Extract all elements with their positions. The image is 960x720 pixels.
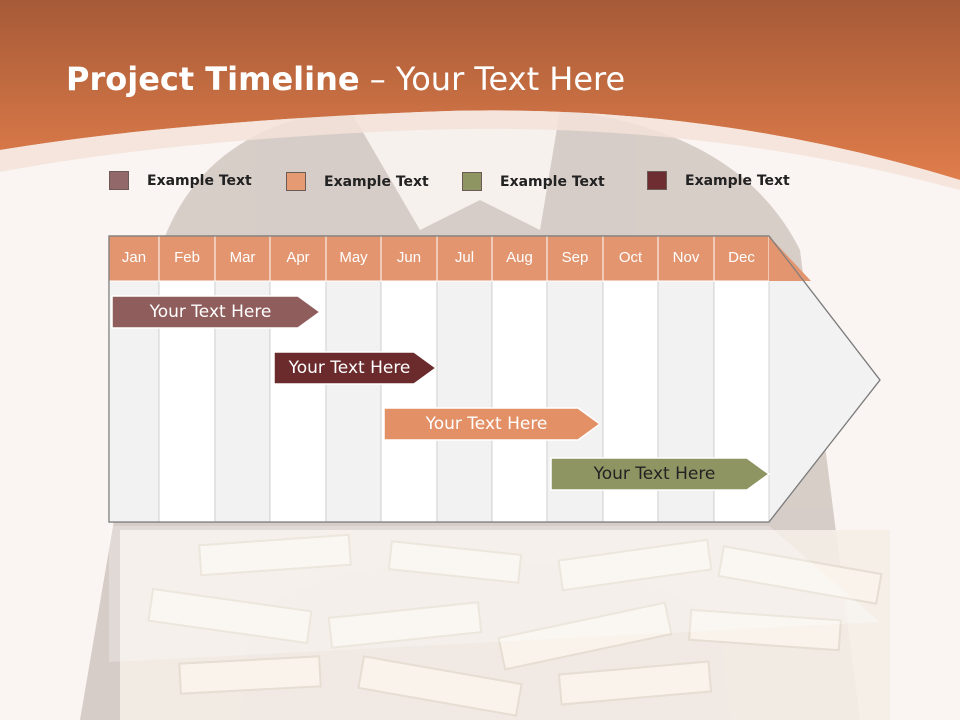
legend-label-3: Example Text xyxy=(500,173,605,190)
timeline-outline xyxy=(108,235,881,523)
timeline-reflection xyxy=(109,526,880,662)
month-oct: Oct xyxy=(618,249,643,266)
timeline-bar-4 xyxy=(550,457,771,491)
title-bold: Project Timeline xyxy=(66,60,360,98)
legend-label-4: Example Text xyxy=(685,172,790,189)
month-jun: Jun xyxy=(396,249,422,266)
month-may: May xyxy=(339,249,368,266)
month-header-cap xyxy=(769,236,811,281)
legend-swatch-4 xyxy=(647,171,667,190)
title-rest: – Your Text Here xyxy=(359,60,626,98)
timeline-bar-label-2: Your Text Here xyxy=(288,358,411,378)
legend-item-2: Example Text xyxy=(286,172,429,191)
legend-swatch-3 xyxy=(462,172,482,191)
month-aug: Aug xyxy=(506,249,533,266)
legend-swatch-1 xyxy=(109,171,129,190)
month-apr: Apr xyxy=(286,249,310,266)
month-column xyxy=(436,280,493,523)
month-column xyxy=(491,280,548,523)
month-header-cell xyxy=(380,235,438,282)
month-nov: Nov xyxy=(672,249,700,266)
month-header-cell xyxy=(546,235,604,282)
month-sep: Sep xyxy=(561,249,589,266)
legend-label-1: Example Text xyxy=(147,172,252,189)
timeline-bar-2 xyxy=(273,351,438,385)
timeline-bar-label-4: Your Text Here xyxy=(593,464,716,484)
legend-swatch-2 xyxy=(286,172,306,191)
timeline-bar-label-1: Your Text Here xyxy=(149,302,272,322)
month-header-cell xyxy=(214,235,271,282)
month-column xyxy=(325,280,382,523)
month-jan: Jan xyxy=(121,249,147,266)
timeline-bar-1 xyxy=(111,295,322,329)
month-dec: Dec xyxy=(728,249,755,266)
month-mar: Mar xyxy=(229,249,256,266)
timeline-bar-3 xyxy=(383,407,602,441)
month-column xyxy=(380,280,438,523)
legend-item-3: Example Text xyxy=(462,172,605,191)
slide-title: Project Timeline – Your Text Here xyxy=(66,60,625,98)
legend-label-2: Example Text xyxy=(324,173,429,190)
month-header-cell xyxy=(108,235,160,282)
month-jul: Jul xyxy=(454,249,475,266)
timeline-bar-label-3: Your Text Here xyxy=(425,414,548,434)
month-header-cell xyxy=(269,235,327,282)
month-feb: Feb xyxy=(174,249,200,266)
month-header-cell xyxy=(325,235,382,282)
legend-item-1: Example Text xyxy=(109,171,252,190)
legend-item-4: Example Text xyxy=(647,171,790,190)
